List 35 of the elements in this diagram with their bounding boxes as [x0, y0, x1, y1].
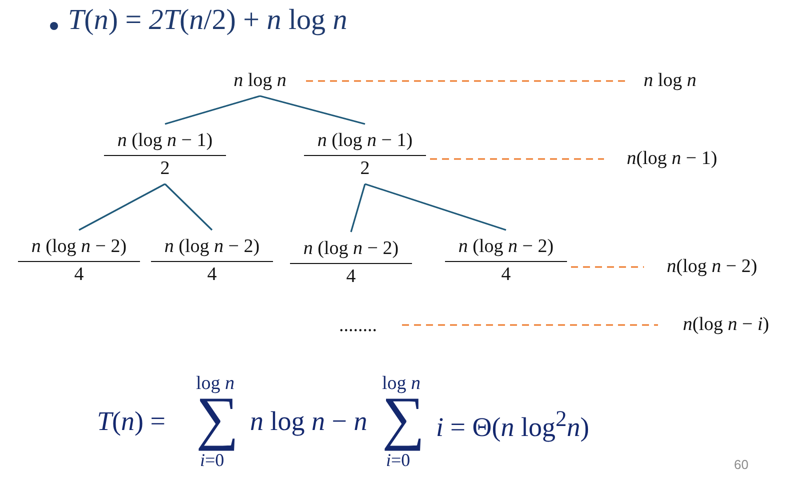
denominator: 4	[151, 260, 273, 286]
formula-text: i = Θ(n log$^{2}$n)	[436, 408, 590, 441]
dashed-connector	[430, 158, 604, 160]
formula-text: T(n) =	[97, 408, 166, 435]
sum-index: i=0	[200, 451, 224, 469]
dashed-connector	[402, 324, 658, 326]
term: n(log n − 1)	[626, 148, 718, 170]
tree-branch-line	[260, 95, 366, 125]
denominator: 4	[445, 260, 567, 286]
term: n(log n − 2)	[666, 256, 758, 278]
denominator: 4	[18, 260, 140, 286]
tree-branch-line	[350, 184, 366, 232]
term: n log n	[234, 70, 286, 92]
page-number: 60	[734, 458, 748, 471]
numerator: n (log n − 1)	[116, 130, 214, 153]
term: ........	[339, 314, 377, 338]
denominator: 2	[104, 154, 226, 180]
sum-index: i=0	[386, 451, 410, 469]
tree-branch-line	[364, 183, 506, 231]
slide-title: T(n) = 2T(n/2) + n log n	[68, 4, 348, 37]
term: n(log n − i)	[682, 314, 770, 336]
denominator: 2	[304, 154, 426, 180]
dashed-connector	[306, 80, 626, 82]
term: n log n	[644, 70, 696, 92]
tree-branch-line	[164, 95, 260, 125]
tree-branch-line	[164, 183, 213, 231]
denominator: 4	[290, 262, 412, 288]
numerator: n (log n − 2)	[457, 236, 555, 259]
numerator: n (log n − 1)	[316, 130, 414, 153]
formula-text: n log n − n	[250, 408, 368, 435]
numerator: n (log n − 2)	[163, 236, 261, 259]
numerator: n (log n − 2)	[30, 236, 128, 259]
numerator: n (log n − 2)	[302, 238, 400, 261]
tree-branch-line	[78, 183, 166, 231]
dashed-connector	[571, 266, 644, 268]
